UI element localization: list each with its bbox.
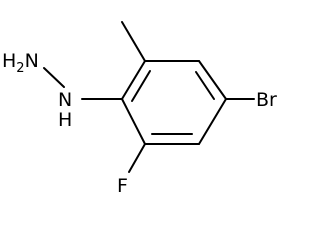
ring-bond-c1-c2 xyxy=(121,60,146,100)
methyl-bond xyxy=(121,21,146,62)
bromine-label: Br xyxy=(256,89,277,111)
ring-bond-c1-c2-inner xyxy=(131,70,151,102)
fluorine-label: F xyxy=(117,175,128,197)
hydrazine-h-label: H xyxy=(58,109,72,131)
ring-bond-c4-c5 xyxy=(198,98,227,145)
n-n-bond xyxy=(43,67,65,88)
ring-bond-c6-c1 xyxy=(121,98,146,145)
ring-bond-c3-c4-inner xyxy=(195,71,215,100)
ring-bond-c3-c4 xyxy=(198,60,227,100)
hydrazine-n-label: N xyxy=(58,89,72,111)
amine-label: H2N xyxy=(2,50,39,76)
c-f-bond xyxy=(128,143,146,173)
structure-diagram: H2N N H Br F xyxy=(2,21,277,197)
